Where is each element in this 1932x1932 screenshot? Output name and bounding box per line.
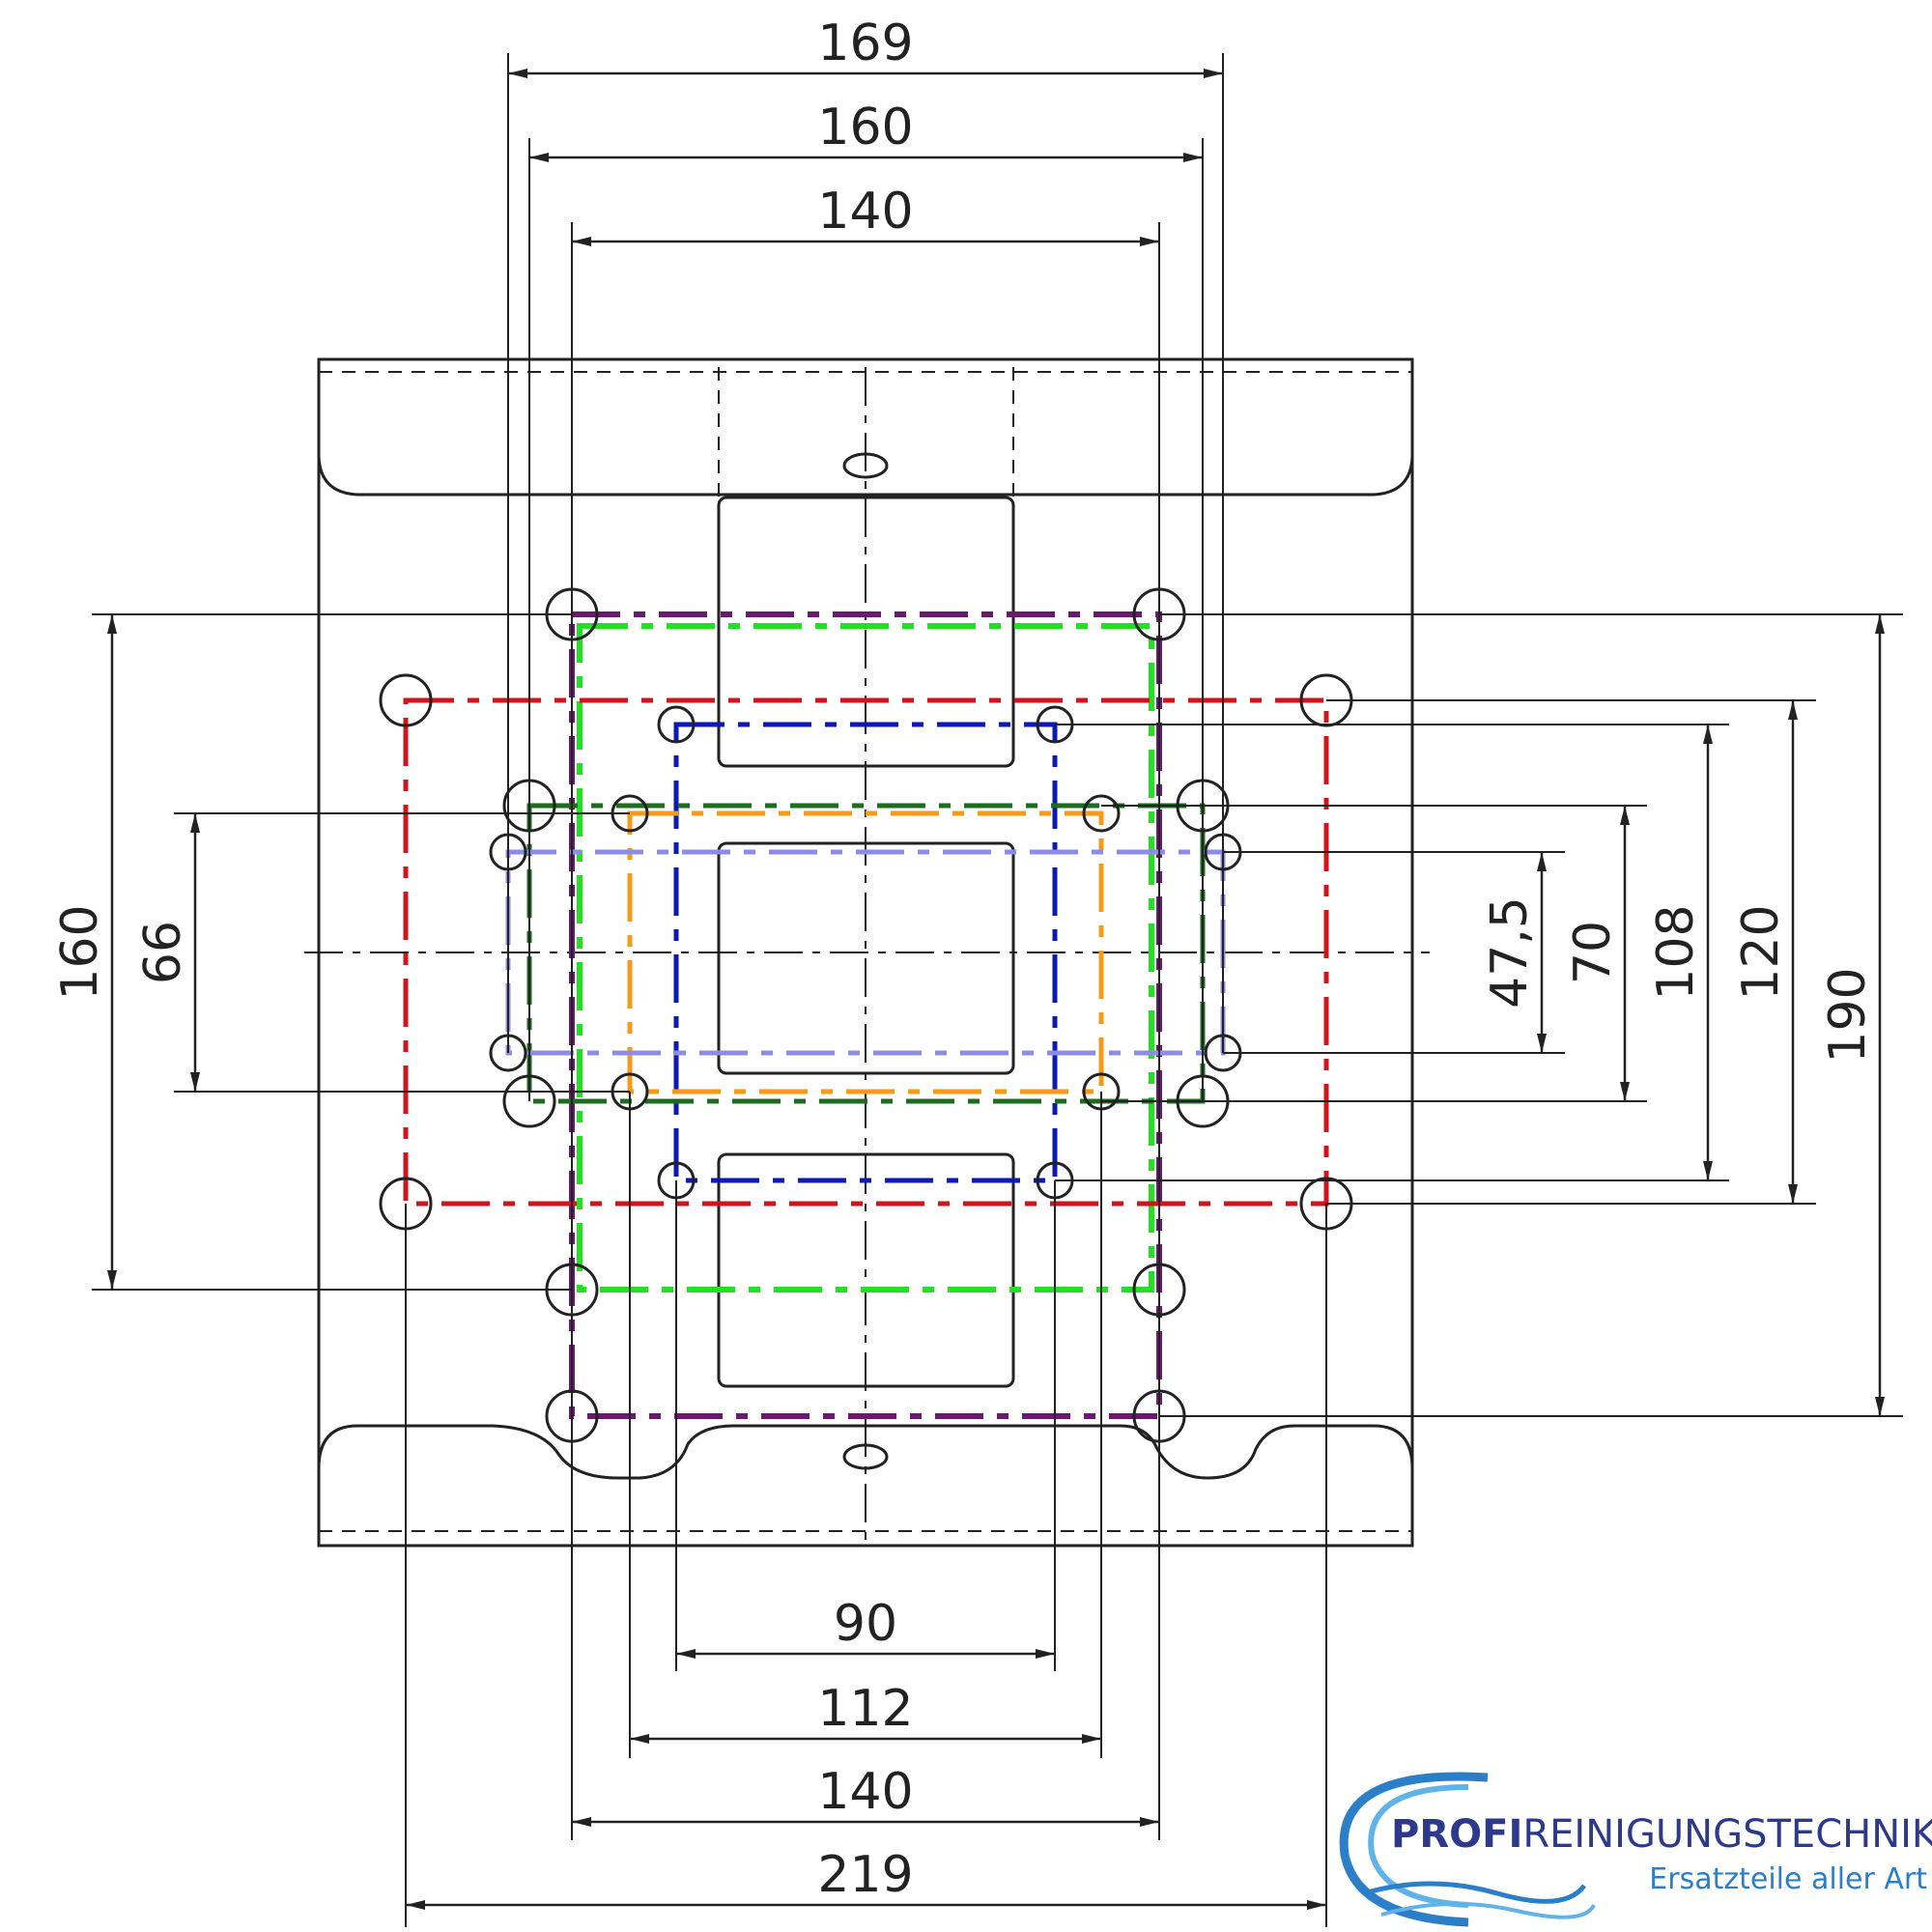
pattern-orange-112x70 bbox=[627, 810, 1104, 1094]
dim-label-top-169: 169 bbox=[817, 14, 913, 72]
dim-label-bottom-140: 140 bbox=[817, 1763, 913, 1821]
pattern-blue-90x108 bbox=[673, 722, 1058, 1183]
dimension-lines bbox=[107, 69, 1885, 1910]
dimension-labels: 169 160 140 90 112 140 219 160 66 47,5 7… bbox=[51, 14, 1877, 1904]
brand-logo: PROFIREINIGUNGSTECHNIK Ersatzteile aller… bbox=[1339, 1772, 1932, 1927]
dim-label-top-140: 140 bbox=[817, 183, 913, 241]
dim-label-right-47-5: 47,5 bbox=[1481, 896, 1539, 1009]
pattern-green-140x160 bbox=[577, 623, 1154, 1293]
dim-label-left-160: 160 bbox=[51, 904, 109, 1000]
dim-label-right-70: 70 bbox=[1564, 921, 1622, 984]
dim-label-bottom-219: 219 bbox=[817, 1846, 913, 1904]
wave-logo-icon bbox=[1339, 1772, 1596, 1927]
dim-label-left-66: 66 bbox=[134, 921, 192, 984]
center-lines bbox=[304, 367, 1430, 1541]
dim-label-right-120: 120 bbox=[1732, 904, 1790, 1000]
extension-lines bbox=[92, 53, 1903, 1927]
dim-label-top-160: 160 bbox=[817, 99, 913, 156]
logo-brand-rest: REINIGUNGSTECHNIK bbox=[1522, 1812, 1932, 1857]
pattern-red-219x120 bbox=[403, 697, 1329, 1207]
logo-tagline: Ersatzteile aller Art bbox=[1649, 1862, 1927, 1896]
logo-brand-bold: PROFI bbox=[1391, 1812, 1522, 1857]
logo-brand-text: PROFIREINIGUNGSTECHNIK bbox=[1391, 1812, 1932, 1857]
dim-label-bottom-90: 90 bbox=[834, 1595, 897, 1653]
dim-label-bottom-112: 112 bbox=[817, 1680, 913, 1738]
dim-label-right-108: 108 bbox=[1647, 904, 1705, 1000]
dim-label-right-190: 190 bbox=[1819, 967, 1877, 1063]
